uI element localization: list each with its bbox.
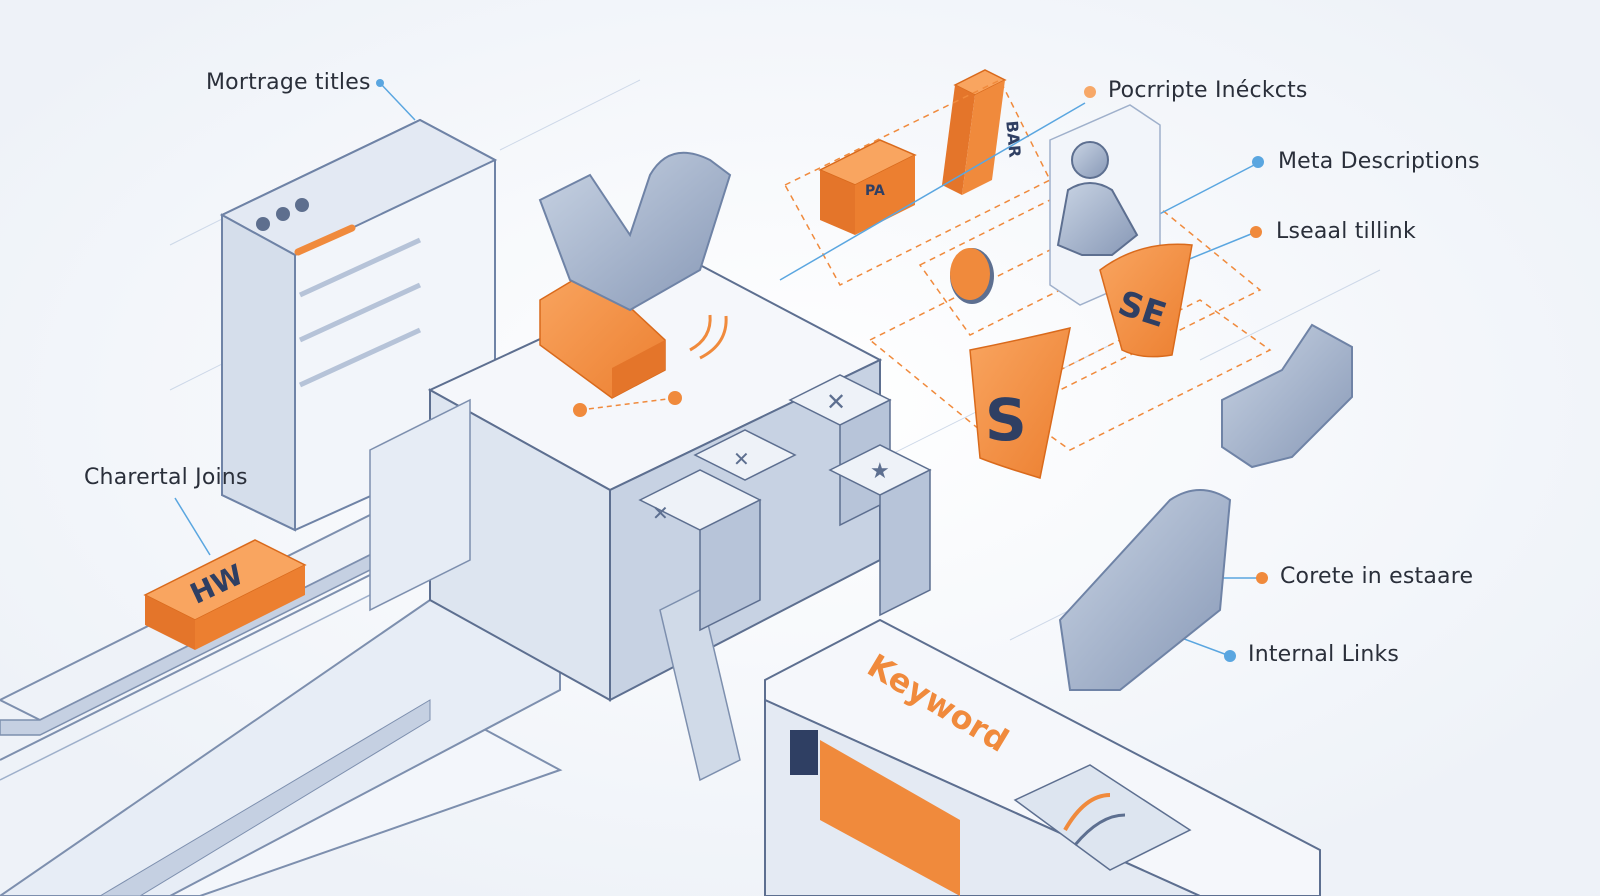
dot-pocrripte (1084, 86, 1096, 98)
pillar-text: BAR (1002, 120, 1024, 158)
svg-text:✕: ✕ (733, 447, 750, 471)
coin-icon (950, 248, 994, 304)
s-shield-text: S (985, 386, 1027, 454)
central-machine: ★ ✕ ✕ ✕ § (369, 263, 932, 782)
label-pocrripte: Pocrripte Inéckcts (1108, 78, 1308, 103)
slate-shape-right (1221, 323, 1353, 469)
label-lseaal: Lseaal tillink (1276, 219, 1416, 244)
orange-crate: PA (818, 139, 917, 235)
lower-conveyor (0, 589, 563, 896)
keyword-panel: Keyword (764, 618, 1321, 896)
hw-block: HW (143, 539, 307, 650)
svg-text:✕: ✕ (652, 501, 669, 525)
svg-text:★: ★ (870, 459, 890, 484)
slate-shape-top (538, 151, 732, 312)
svg-text:✕: ✕ (826, 388, 846, 416)
label-internal-links: Internal Links (1248, 642, 1400, 667)
crate-text: PA (865, 183, 885, 199)
s-shield: S (969, 326, 1071, 479)
dot-meta (1252, 156, 1264, 168)
label-meta-descriptions: Meta Descriptions (1278, 149, 1480, 174)
se-shield: SE (1099, 243, 1193, 358)
label-corete: Corete in estaare (1280, 564, 1474, 589)
dot-corete (1256, 572, 1268, 584)
slate-shape-lower (1058, 489, 1232, 691)
dot-lseaal (1250, 226, 1262, 238)
dot-mortgage (376, 79, 384, 87)
label-mortgage-titles: Mortrage titles (206, 70, 371, 95)
label-charertal: Charertal Joins (84, 465, 248, 490)
dot-internal (1224, 650, 1236, 662)
